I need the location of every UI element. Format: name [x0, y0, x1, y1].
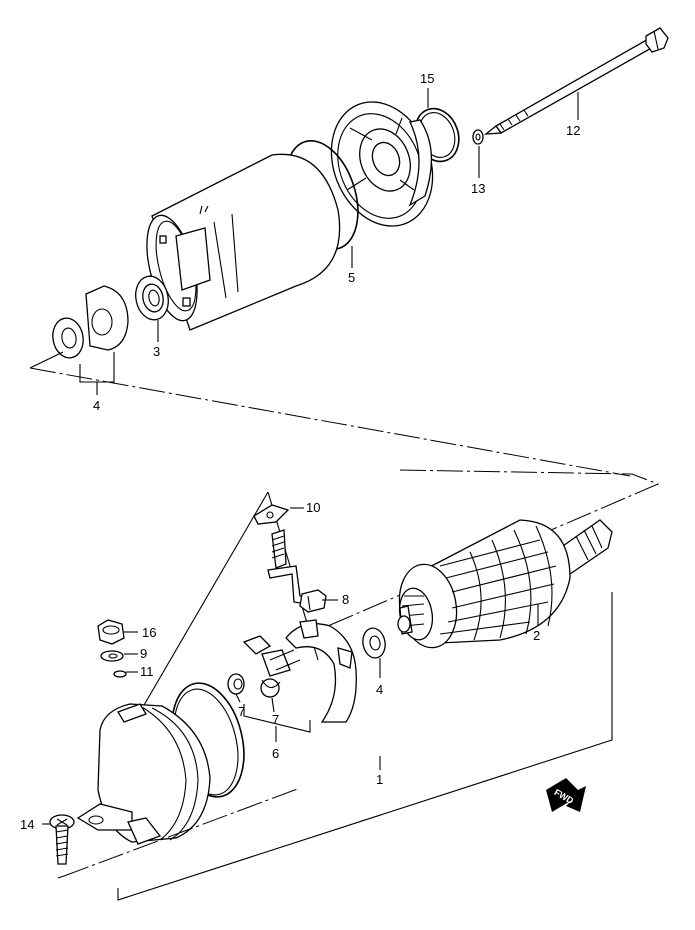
- callout-4-lower: 4: [376, 682, 383, 697]
- small-washer: [472, 129, 484, 145]
- callout-7-right: 7: [272, 712, 279, 727]
- shim-washers-upper: [52, 285, 129, 359]
- lock-washer: [113, 670, 127, 678]
- callout-14: 14: [20, 817, 34, 832]
- brush-spring-right: [260, 678, 281, 698]
- callout-8: 8: [342, 592, 349, 607]
- callout-1: 1: [376, 772, 383, 787]
- terminal-bolt: [267, 529, 309, 605]
- callout-11: 11: [140, 664, 154, 679]
- callout-3: 3: [153, 344, 160, 359]
- callout-15: 15: [420, 71, 434, 86]
- callout-5: 5: [348, 270, 355, 285]
- flat-washer: [100, 650, 124, 662]
- fwd-direction-arrow: FWD: [546, 778, 586, 812]
- brush-spring-left: [227, 673, 245, 695]
- terminal-nut: [97, 619, 125, 645]
- callout-7-left: 7: [238, 704, 245, 719]
- callout-2: 2: [533, 628, 540, 643]
- bearing: [135, 275, 169, 321]
- terminal-plate: [253, 504, 290, 525]
- brush: [299, 589, 327, 613]
- brush-holder-plate: [242, 619, 357, 723]
- front-cover: [76, 703, 211, 845]
- shim-washer-lower: [362, 627, 386, 659]
- callout-9: 9: [140, 646, 147, 661]
- through-bolt: [483, 27, 669, 135]
- callout-4-upper: 4: [93, 398, 100, 413]
- callout-12: 12: [566, 123, 580, 138]
- callout-13: 13: [471, 181, 485, 196]
- callout-10: 10: [306, 500, 320, 515]
- mount-bolt: [49, 814, 75, 865]
- callout-6: 6: [272, 746, 279, 761]
- armature: [397, 519, 613, 649]
- callout-16: 16: [142, 625, 156, 640]
